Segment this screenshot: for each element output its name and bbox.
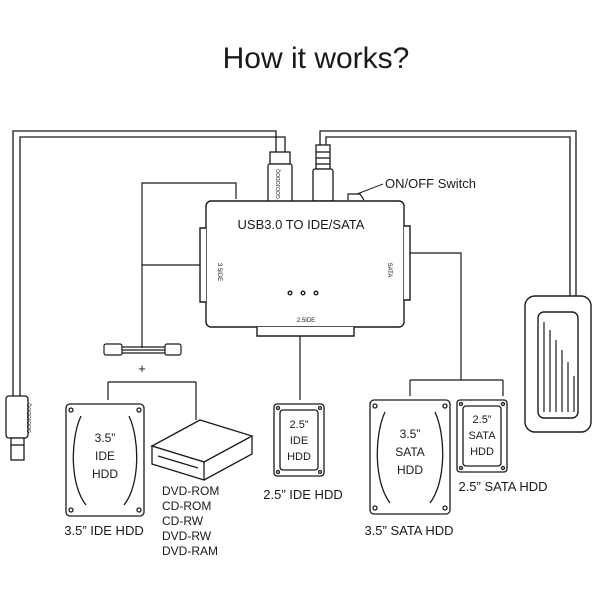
hdd35-ide-line-2: IDE <box>95 449 115 463</box>
hdd25-ide-line-2: IDE <box>290 435 308 447</box>
hdd-icon <box>65 403 145 517</box>
plus-sign: + <box>138 361 146 376</box>
hdd25-ide-caption: 2.5” IDE HDD <box>263 487 342 502</box>
hdd35-sata-line-3: HDD <box>397 463 423 477</box>
hdd25-sata-line-1: 2.5” <box>473 414 492 426</box>
dvd-line-2: CD-ROM <box>162 499 211 513</box>
page-title: How it works? <box>223 42 410 75</box>
switch-leader-line <box>356 183 384 195</box>
dvd-drive-icon <box>150 419 254 481</box>
hdd35-ide-line-1: 3.5” <box>95 431 116 445</box>
usb-connector-brand: GOOJODOQ <box>276 169 282 199</box>
hdd35-ide-caption: 3.5” IDE HDD <box>64 523 143 538</box>
hdd35-sata-caption: 3.5” SATA HDD <box>364 523 453 538</box>
hdd25-ide-line-3: HDD <box>287 451 311 463</box>
dc-power-plug-icon <box>312 144 334 202</box>
usb-plug-brand: GOOJODOQ <box>27 403 33 433</box>
dvd-line-1: DVD-ROM <box>162 484 219 498</box>
power-switch <box>347 193 365 201</box>
usb-connector-icon: GOOJODOQ <box>267 151 293 205</box>
hdd35-ide-line-3: HDD <box>92 467 118 481</box>
dvd-line-4: DVD-RW <box>162 529 212 543</box>
hdd25-sata-line-3: HDD <box>470 446 494 458</box>
usb-plug-icon: GOOJODOQ <box>5 395 33 461</box>
power-adapter-icon <box>524 295 592 433</box>
molex-cable-icon <box>103 343 182 356</box>
hub-label: USB3.0 TO IDE/SATA <box>238 217 365 232</box>
hdd25-sata-line-2: SATA <box>468 430 496 442</box>
port-35ide-label: 3.5IDE <box>216 263 222 281</box>
adapter-hub <box>199 200 411 337</box>
power-cable <box>319 130 577 300</box>
hdd35-sata-line-2: SATA <box>395 445 425 459</box>
dvd-line-5: DVD-RAM <box>162 544 218 558</box>
switch-label: ON/OFF Switch <box>385 176 476 191</box>
port-sata-label: SATA <box>386 263 392 278</box>
hdd-icon <box>369 399 451 515</box>
hdd-icon <box>456 399 508 473</box>
hdd25-ide-line-1: 2.5” <box>290 419 309 431</box>
port-25ide-label: 2.5IDE <box>297 318 315 324</box>
hdd-icon <box>273 403 325 477</box>
connection-lines <box>107 182 504 420</box>
hdd25-sata-caption: 2.5” SATA HDD <box>458 479 547 494</box>
hdd35-sata-line-1: 3.5” <box>400 427 421 441</box>
dvd-line-3: CD-RW <box>162 514 204 528</box>
